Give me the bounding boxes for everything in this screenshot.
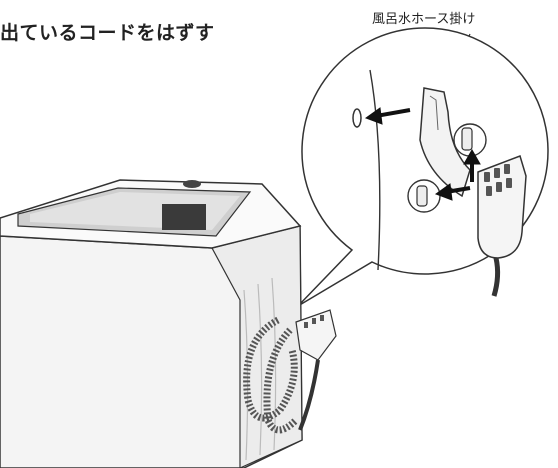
- hose-hook-label: 風呂水ホース掛け: [372, 12, 476, 27]
- hook-hole: [352, 108, 362, 128]
- instruction-heading: 出ているコードをはずす: [0, 22, 215, 44]
- control-display: [162, 204, 206, 230]
- remove-arrow-icon: [364, 107, 481, 201]
- power-plug-icon: [477, 155, 527, 297]
- washing-machine-icon: [0, 179, 337, 468]
- magnified-callout: [297, 27, 549, 307]
- drain-hose-icon: [243, 316, 299, 434]
